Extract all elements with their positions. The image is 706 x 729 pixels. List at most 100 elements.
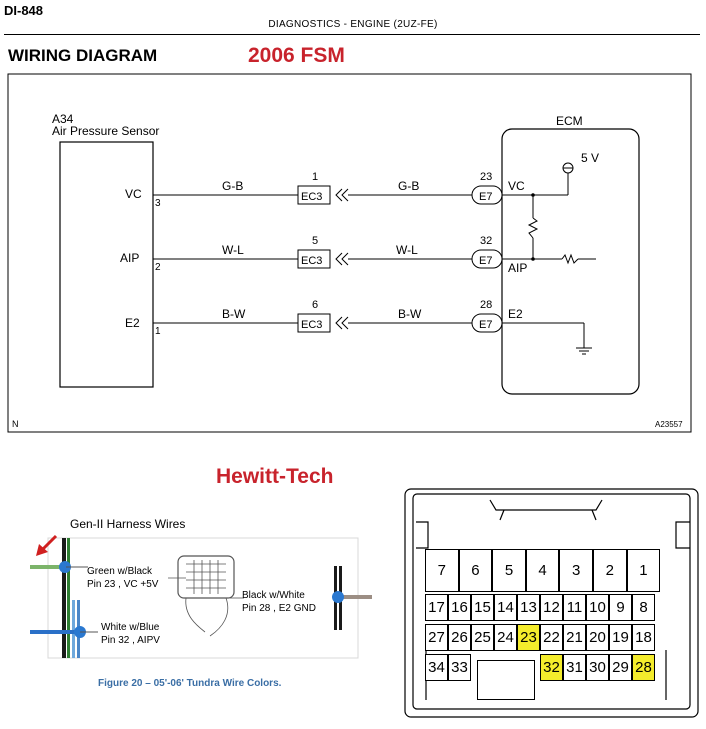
- sensor-pin-number-1: 1: [155, 326, 161, 337]
- diagram-heading: WIRING DIAGRAM: [8, 46, 158, 65]
- junction-connector-5: 5 EC3: [297, 235, 349, 269]
- connector-pin-28: 28: [632, 654, 655, 681]
- svg-text:1: 1: [312, 171, 318, 183]
- wire-color-right-1: G-B: [398, 179, 419, 193]
- svg-text:E7: E7: [479, 255, 492, 267]
- connector-pin-2: 2: [593, 549, 627, 592]
- wire-color-right-2: W-L: [396, 243, 418, 257]
- connector-pin-1: 1: [626, 549, 661, 592]
- junction-dot-aip: [531, 257, 535, 261]
- connector-pin-11: 11: [563, 594, 586, 621]
- connector-pin-21: 21: [563, 624, 586, 651]
- connector-pin-32: 32: [540, 654, 563, 681]
- svg-text:5: 5: [312, 235, 318, 247]
- sensor-box: [59, 141, 154, 388]
- hewitt-tech-label: Hewitt-Tech: [216, 465, 334, 488]
- harness-label-black: Black w/White Pin 28 , E2 GND: [242, 589, 316, 615]
- ground-icon: [576, 347, 592, 355]
- splice-dot-black: [332, 591, 344, 603]
- sensor-name: Air Pressure Sensor: [52, 124, 159, 138]
- wire-color-right-3: B-W: [398, 307, 422, 321]
- connector-pin-18: 18: [632, 624, 655, 651]
- connector-pin-5: 5: [492, 549, 526, 592]
- connector-key-slot: [477, 660, 535, 700]
- wire-color-left-1: G-B: [222, 179, 243, 193]
- diagram-id: A23557: [655, 420, 683, 429]
- svg-text:6: 6: [312, 299, 318, 311]
- connector-pin-25: 25: [471, 624, 494, 651]
- pullup-resistor: [527, 217, 539, 239]
- ecm-connector-28: 28 E7 E2: [471, 299, 523, 333]
- harness-label-black-line2: Pin 28 , E2 GND: [242, 603, 316, 614]
- junction-connector-6: 6 EC3: [297, 299, 349, 333]
- sensor-pin-label-aip: AIP: [120, 251, 139, 265]
- connector-pin-13: 13: [517, 594, 540, 621]
- svg-text:E7: E7: [479, 319, 492, 331]
- harness-label-blue-line2: Pin 32 , AIPV: [101, 635, 160, 646]
- harness-label-black-line1: Black w/White: [242, 590, 305, 601]
- sensor-pin-number-2: 2: [155, 262, 161, 273]
- connector-pin-12: 12: [540, 594, 563, 621]
- connector-pin-16: 16: [448, 594, 471, 621]
- junction-dot-vc: [531, 193, 535, 197]
- ecm-label: ECM: [556, 114, 583, 128]
- connector-pin-3: 3: [559, 549, 593, 592]
- junction-connector-1: 1 EC3: [297, 171, 349, 205]
- svg-text:VC: VC: [508, 179, 525, 193]
- ecm-connector-23: 23 E7 VC: [471, 171, 525, 205]
- diagram-corner-label: N: [12, 419, 19, 429]
- svg-text:EC3: EC3: [301, 319, 322, 331]
- connector-pin-8: 8: [632, 594, 655, 621]
- connector-pin-14: 14: [494, 594, 517, 621]
- harness-label-blue: White w/Blue Pin 32 , AIPV: [101, 621, 160, 647]
- svg-text:E7: E7: [479, 191, 492, 203]
- sensor-pin-number-3: 3: [155, 198, 161, 209]
- connector-pin-27: 27: [425, 624, 448, 651]
- connector-pin-23: 23: [517, 624, 540, 651]
- connector-pin-31: 31: [563, 654, 586, 681]
- harness-label-green-line1: Green w/Black: [87, 566, 153, 577]
- svg-text:32: 32: [480, 235, 492, 247]
- connector-pin-33: 33: [448, 654, 471, 681]
- connector-pin-22: 22: [540, 624, 563, 651]
- sensor-pin-label-vc: VC: [125, 187, 142, 201]
- svg-text:E2: E2: [508, 307, 523, 321]
- connector-pin-24: 24: [494, 624, 517, 651]
- harness-title: Gen-II Harness Wires: [70, 517, 186, 531]
- figure-caption: Figure 20 – 05'-06' Tundra Wire Colors.: [98, 678, 282, 689]
- svg-text:23: 23: [480, 171, 492, 183]
- wire-color-left-2: W-L: [222, 243, 244, 257]
- splice-dot-green: [59, 561, 71, 573]
- harness-label-blue-line1: White w/Blue: [101, 622, 160, 633]
- harness-label-green: Green w/Black Pin 23 , VC +5V: [87, 565, 158, 591]
- harness-label-green-line2: Pin 23 , VC +5V: [87, 579, 159, 590]
- connector-pin-30: 30: [586, 654, 609, 681]
- header-rule: [4, 34, 700, 35]
- connector-pin-7: 7: [425, 549, 459, 592]
- svg-text:EC3: EC3: [301, 255, 322, 267]
- voltage-label: 5 V: [581, 151, 599, 165]
- svg-text:28: 28: [480, 299, 492, 311]
- connector-pin-34: 34: [425, 654, 448, 681]
- input-resistor: [561, 253, 579, 265]
- svg-text:EC3: EC3: [301, 191, 322, 203]
- page-code: DI-848: [4, 3, 44, 18]
- connector-sketch-icon: [177, 555, 235, 599]
- ecm-connector-32: 32 E7 AIP: [471, 235, 527, 275]
- connector-pin-6: 6: [458, 549, 493, 592]
- connector-pin-26: 26: [448, 624, 471, 651]
- fsm-annotation: 2006 FSM: [248, 44, 345, 67]
- wire-color-left-3: B-W: [222, 307, 246, 321]
- connector-pin-15: 15: [471, 594, 494, 621]
- diagram-frame: [7, 73, 692, 433]
- connector-pin-19: 19: [609, 624, 632, 651]
- connector-pin-29: 29: [609, 654, 632, 681]
- section-title: DIAGNOSTICS - ENGINE (2UZ-FE): [268, 19, 438, 30]
- sensor-pin-label-e2: E2: [125, 316, 140, 330]
- connector-pin-10: 10: [586, 594, 609, 621]
- connector-pin-17: 17: [425, 594, 448, 621]
- sensor-code: A34: [52, 112, 74, 126]
- svg-text:AIP: AIP: [508, 261, 527, 275]
